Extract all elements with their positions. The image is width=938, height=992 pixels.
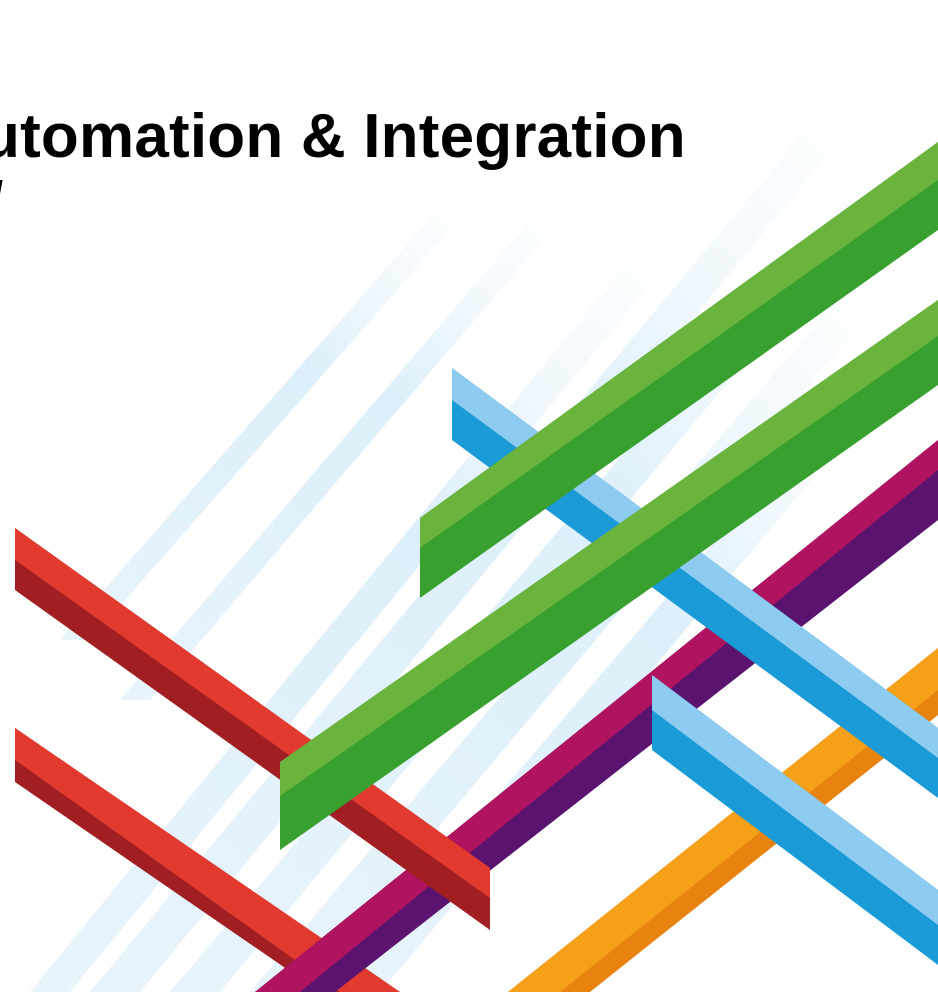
slide-title: utomation & Integration: [0, 102, 686, 171]
green-ribbon-lower: [280, 300, 938, 850]
red-ribbon-lower: [15, 728, 400, 992]
light-stripe: [60, 150, 520, 640]
blue-ribbon-lower: [652, 675, 938, 965]
red-ribbon-upper: [15, 528, 490, 930]
slide-subtitle-fragment: /: [0, 174, 3, 236]
green-ribbon-upper: [420, 142, 938, 598]
light-stripe: [30, 150, 760, 992]
orange-ribbon: [508, 648, 938, 992]
light-stripe: [120, 150, 620, 700]
